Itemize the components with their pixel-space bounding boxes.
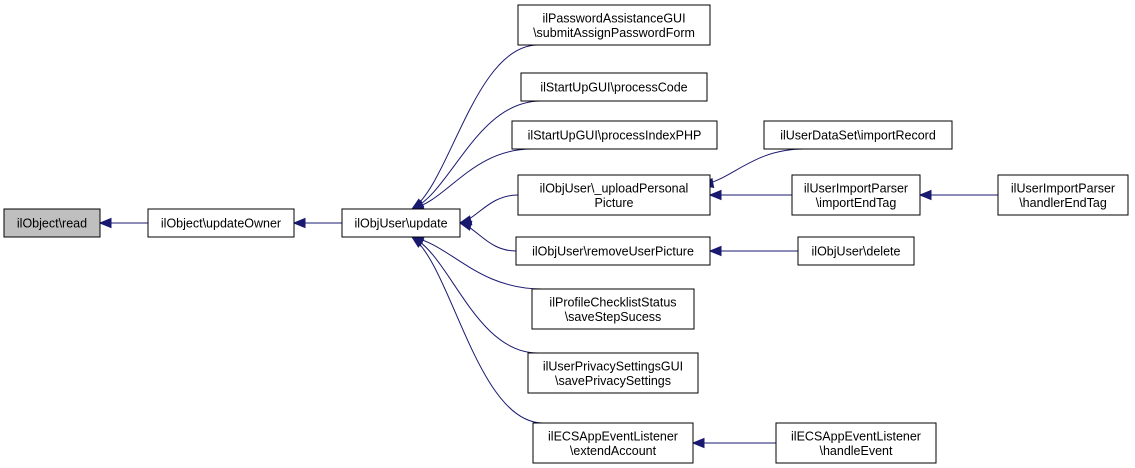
node-label: ilUserPrivacySettingsGUI (543, 359, 683, 373)
edge-line (411, 236, 543, 290)
node-label: ilObjUser\delete (812, 245, 901, 259)
node-label: ilPasswordAssistanceGUI (542, 11, 685, 25)
node-label: \handleEvent (820, 444, 894, 458)
node-label: ilStartUpGUI\processIndexPHP (528, 129, 702, 143)
edge-line (411, 44, 539, 210)
node-updateOwner[interactable]: ilObject\updateOwner (147, 208, 295, 238)
node-box (520, 72, 708, 102)
arrowhead-icon (708, 245, 722, 257)
node-label: \importEndTag (816, 196, 897, 210)
edge-processIndex-to-update (410, 148, 533, 212)
node-update[interactable]: ilObjUser\update (341, 208, 461, 238)
node-label: Picture (595, 196, 634, 210)
node-processIndex[interactable]: ilStartUpGUI\processIndexPHP (511, 120, 718, 150)
edge-line (411, 236, 544, 424)
edge-line (411, 148, 533, 210)
node-box (515, 236, 711, 266)
edge-handlerEndTag-to-importEndTag (918, 189, 998, 201)
node-box (3, 208, 101, 238)
node-box (797, 236, 915, 266)
edge-delete-to-removePic (708, 245, 798, 257)
edge-extend-to-update (410, 236, 544, 424)
node-label: ilObject\read (17, 217, 87, 231)
node-handlerEndTag[interactable]: ilUserImportParser\handlerEndTag (997, 174, 1129, 216)
edge-line (701, 148, 805, 186)
node-label: \extendAccount (570, 444, 657, 458)
edge-line (411, 100, 542, 210)
node-delete[interactable]: ilObjUser\delete (797, 236, 915, 266)
node-extend[interactable]: ilECSAppEventListener\extendAccount (532, 422, 694, 464)
node-box (531, 288, 695, 330)
arrowhead-icon (918, 189, 932, 201)
node-label: \submitAssignPasswordForm (533, 26, 695, 40)
node-label: ilStartUpGUI\processCode (540, 81, 687, 95)
node-label: ilObjUser\_uploadPersonal (540, 181, 689, 195)
node-label: ilECSAppEventListener (548, 429, 678, 443)
node-box (775, 422, 937, 464)
node-box (763, 120, 953, 150)
node-checklist[interactable]: ilProfileChecklistStatus\saveStepSucess (531, 288, 695, 330)
arrowhead-icon (458, 220, 473, 231)
node-box (527, 352, 699, 394)
edge-update-to-updateOwner (292, 217, 342, 229)
node-box (511, 120, 718, 150)
node-box (147, 208, 295, 238)
node-label: ilProfileChecklistStatus (549, 295, 676, 309)
edge-removePic-to-update (458, 220, 517, 252)
node-box (997, 174, 1129, 216)
node-label: ilUserDataSet\importRecord (780, 129, 936, 143)
node-label: \handlerEndTag (1019, 196, 1107, 210)
node-read[interactable]: ilObject\read (3, 208, 101, 238)
node-privacy[interactable]: ilUserPrivacySettingsGUI\savePrivacySett… (527, 352, 699, 394)
node-label: ilECSAppEventListener (791, 429, 921, 443)
node-label: ilUserImportParser (804, 181, 908, 195)
arrowhead-icon (98, 217, 112, 229)
node-importRecord[interactable]: ilUserDataSet\importRecord (763, 120, 953, 150)
node-submitAssign[interactable]: ilPasswordAssistanceGUI\submitAssignPass… (517, 4, 711, 46)
node-label: \saveStepSucess (565, 310, 662, 324)
edge-handleEvent-to-extend (691, 437, 776, 449)
node-label: ilObjUser\removeUserPicture (532, 245, 694, 259)
node-label: ilObject\updateOwner (161, 217, 281, 231)
edge-line (411, 236, 539, 354)
node-removePic[interactable]: ilObjUser\removeUserPicture (515, 236, 711, 266)
arrowhead-icon (292, 217, 306, 229)
edge-uploadPic-to-update (458, 194, 519, 226)
node-importEndTag[interactable]: ilUserImportParser\importEndTag (791, 174, 921, 216)
node-box (341, 208, 461, 238)
edge-updateOwner-to-read (98, 217, 148, 229)
arrowhead-icon (410, 236, 425, 248)
node-label: ilObjUser\update (354, 217, 447, 231)
node-box (517, 174, 711, 216)
edges-layer (98, 44, 998, 449)
node-box (791, 174, 921, 216)
node-box (532, 422, 694, 464)
node-box (517, 4, 711, 46)
nodes-layer: ilObject\read ilObject\updateOwner ilObjUs… (3, 4, 1129, 464)
node-label: \savePrivacySettings (555, 374, 671, 388)
node-processCode[interactable]: ilStartUpGUI\processCode (520, 72, 708, 102)
arrowhead-icon (708, 189, 722, 201)
edge-importRecord-to-uploadPic (700, 148, 805, 189)
edge-importEndTag-to-uploadPic (708, 189, 792, 201)
node-handleEvent[interactable]: ilECSAppEventListener\handleEvent (775, 422, 937, 464)
arrowhead-icon (691, 437, 705, 449)
node-label: ilUserImportParser (1011, 181, 1115, 195)
